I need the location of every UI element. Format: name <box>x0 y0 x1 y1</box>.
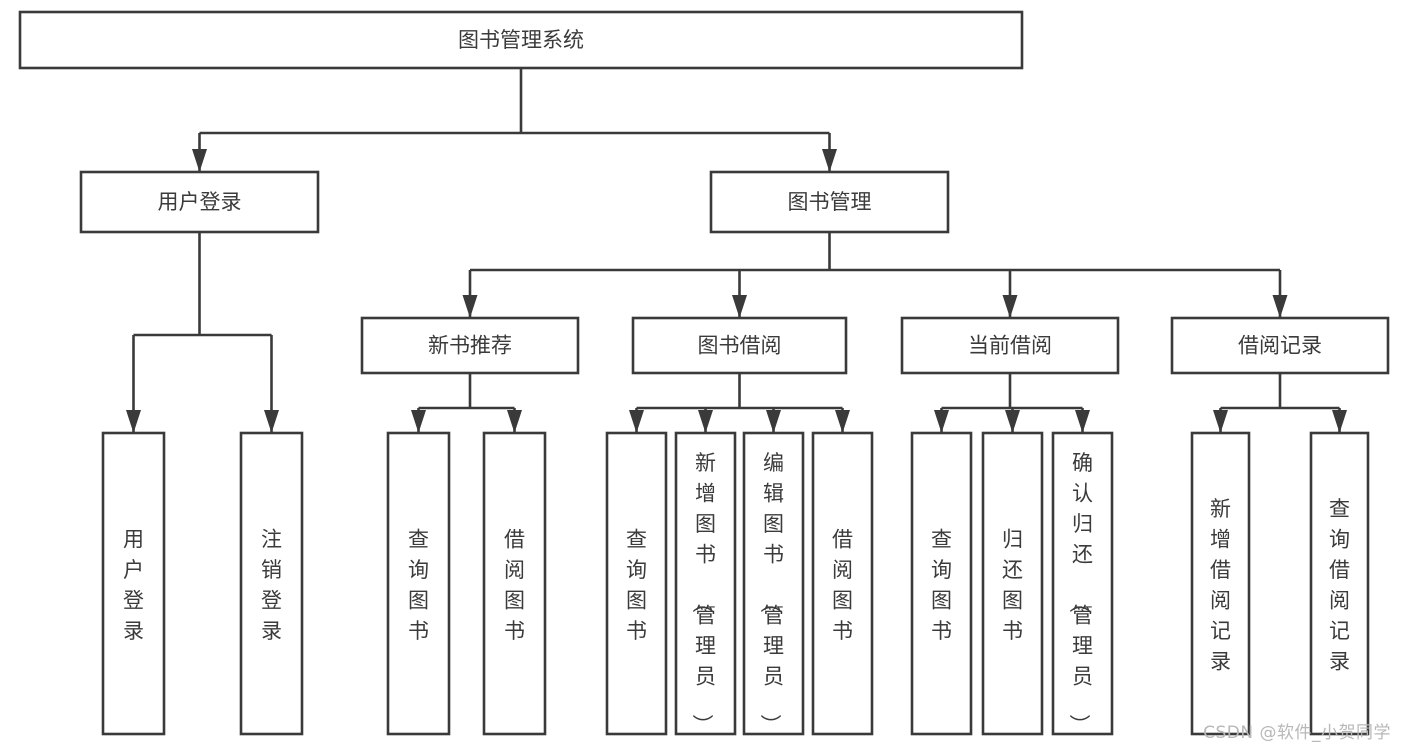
node-box-leaf-query-book-rec <box>386 431 451 736</box>
node-label-leaf-user-logout: 注销登录 <box>261 527 282 643</box>
arrow-head-icon-leaf-add-book-admin <box>698 410 713 433</box>
node-leaf-return-book[interactable]: 归还图书 <box>981 431 1044 736</box>
node-leaf-add-borrow-record[interactable]: 新增借阅记录 <box>1190 431 1251 736</box>
arrow-head-icon-leaf-query-borrow-record <box>1332 410 1347 433</box>
node-label-leaf-user-login: 用户登录 <box>123 527 144 643</box>
node-label-book-manage: 图书管理 <box>788 190 872 214</box>
arrow-head-icon-leaf-add-borrow-record <box>1213 410 1228 433</box>
node-current-borrow[interactable]: 当前借阅 <box>900 316 1120 375</box>
arrow-head-icon-user-login <box>192 149 207 172</box>
node-label-leaf-add-book-admin: 新增图书（管理员） <box>690 451 716 735</box>
node-box-new-book-rec <box>360 316 580 375</box>
arrow-head-icon-book-borrow <box>732 295 747 318</box>
node-box-root <box>18 10 1024 70</box>
node-label-leaf-query-borrow-record: 查询借阅记录 <box>1329 497 1350 674</box>
node-leaf-query-borrow-record[interactable]: 查询借阅记录 <box>1309 431 1370 736</box>
arrow-head-icon-leaf-query-book-borrow <box>629 410 644 433</box>
node-box-book-borrow <box>631 316 848 375</box>
node-label-leaf-query-book-current: 查询图书 <box>931 527 952 643</box>
node-leaf-query-book-current[interactable]: 查询图书 <box>910 431 973 736</box>
arrow-head-icon-leaf-return-book <box>1005 410 1020 433</box>
node-leaf-query-book-borrow[interactable]: 查询图书 <box>605 431 668 736</box>
watermark-label: CSDN @软件_小贺同学 <box>1203 723 1391 743</box>
node-label-leaf-edit-book-admin: 编辑图书（管理员） <box>758 451 784 735</box>
node-user-login[interactable]: 用户登录 <box>79 170 320 234</box>
node-box-leaf-edit-book-admin <box>742 431 805 736</box>
node-label-new-book-rec: 新书推荐 <box>428 334 512 358</box>
node-label-leaf-borrow-book: 借阅图书 <box>832 527 853 643</box>
node-label-leaf-confirm-return-admin: 确认归还（管理员） <box>1067 451 1093 735</box>
node-box-leaf-return-book <box>981 431 1044 736</box>
arrow-head-icon-current-borrow <box>1002 295 1018 318</box>
node-label-leaf-query-book-borrow: 查询图书 <box>626 527 647 643</box>
node-label-book-borrow: 图书借阅 <box>698 334 782 358</box>
node-box-leaf-query-book-borrow <box>605 431 668 736</box>
node-box-leaf-query-borrow-record <box>1309 431 1370 736</box>
node-label-user-login: 用户登录 <box>158 190 242 214</box>
node-leaf-confirm-return-admin[interactable]: 确认归还（管理员） <box>1051 431 1114 736</box>
node-box-leaf-confirm-return-admin <box>1051 431 1114 736</box>
node-label-leaf-borrow-book-rec: 借阅图书 <box>504 527 525 643</box>
arrow-head-icon-leaf-user-logout <box>264 410 279 433</box>
arrow-head-icon-borrow-record <box>1272 295 1288 318</box>
node-box-leaf-add-borrow-record <box>1190 431 1251 736</box>
node-leaf-borrow-book-rec[interactable]: 借阅图书 <box>482 431 547 736</box>
arrow-head-icon-leaf-query-book-rec <box>411 410 426 433</box>
arrow-head-icon-leaf-borrow-book <box>835 410 850 433</box>
node-box-leaf-add-book-admin <box>674 431 737 736</box>
node-new-book-rec[interactable]: 新书推荐 <box>360 316 580 375</box>
node-label-borrow-record: 借阅记录 <box>1238 334 1322 358</box>
arrow-head-icon-new-book-rec <box>462 295 478 318</box>
node-box-leaf-user-login <box>101 431 166 736</box>
node-box-leaf-query-book-current <box>910 431 973 736</box>
node-borrow-record[interactable]: 借阅记录 <box>1170 316 1390 375</box>
node-label-leaf-query-book-rec: 查询图书 <box>408 527 429 643</box>
node-book-manage[interactable]: 图书管理 <box>709 170 950 234</box>
node-leaf-user-logout[interactable]: 注销登录 <box>239 431 304 736</box>
node-book-borrow[interactable]: 图书借阅 <box>631 316 848 375</box>
node-box-current-borrow <box>900 316 1120 375</box>
node-root[interactable]: 图书管理系统 <box>18 10 1024 70</box>
node-box-leaf-user-logout <box>239 431 304 736</box>
node-box-borrow-record <box>1170 316 1390 375</box>
node-box-leaf-borrow-book-rec <box>482 431 547 736</box>
node-label-leaf-add-borrow-record: 新增借阅记录 <box>1210 497 1231 674</box>
node-leaf-add-book-admin[interactable]: 新增图书（管理员） <box>674 431 737 736</box>
arrow-head-icon-book-manage <box>822 149 837 172</box>
arrow-head-icon-leaf-user-login <box>126 410 141 433</box>
arrow-head-icon-leaf-confirm-return-admin <box>1075 410 1090 433</box>
arrow-head-icon-leaf-borrow-book-rec <box>507 410 522 433</box>
node-box-book-manage <box>709 170 950 234</box>
node-box-user-login <box>79 170 320 234</box>
node-leaf-borrow-book[interactable]: 借阅图书 <box>811 431 874 736</box>
node-leaf-query-book-rec[interactable]: 查询图书 <box>386 431 451 736</box>
node-leaf-user-login[interactable]: 用户登录 <box>101 431 166 736</box>
node-label-leaf-return-book: 归还图书 <box>1002 527 1023 643</box>
node-box-leaf-borrow-book <box>811 431 874 736</box>
arrow-head-icon-leaf-query-book-current <box>934 410 949 433</box>
node-label-current-borrow: 当前借阅 <box>968 334 1052 358</box>
node-label-root: 图书管理系统 <box>458 28 584 52</box>
node-leaf-edit-book-admin[interactable]: 编辑图书（管理员） <box>742 431 805 736</box>
arrow-head-icon-leaf-edit-book-admin <box>766 410 781 433</box>
